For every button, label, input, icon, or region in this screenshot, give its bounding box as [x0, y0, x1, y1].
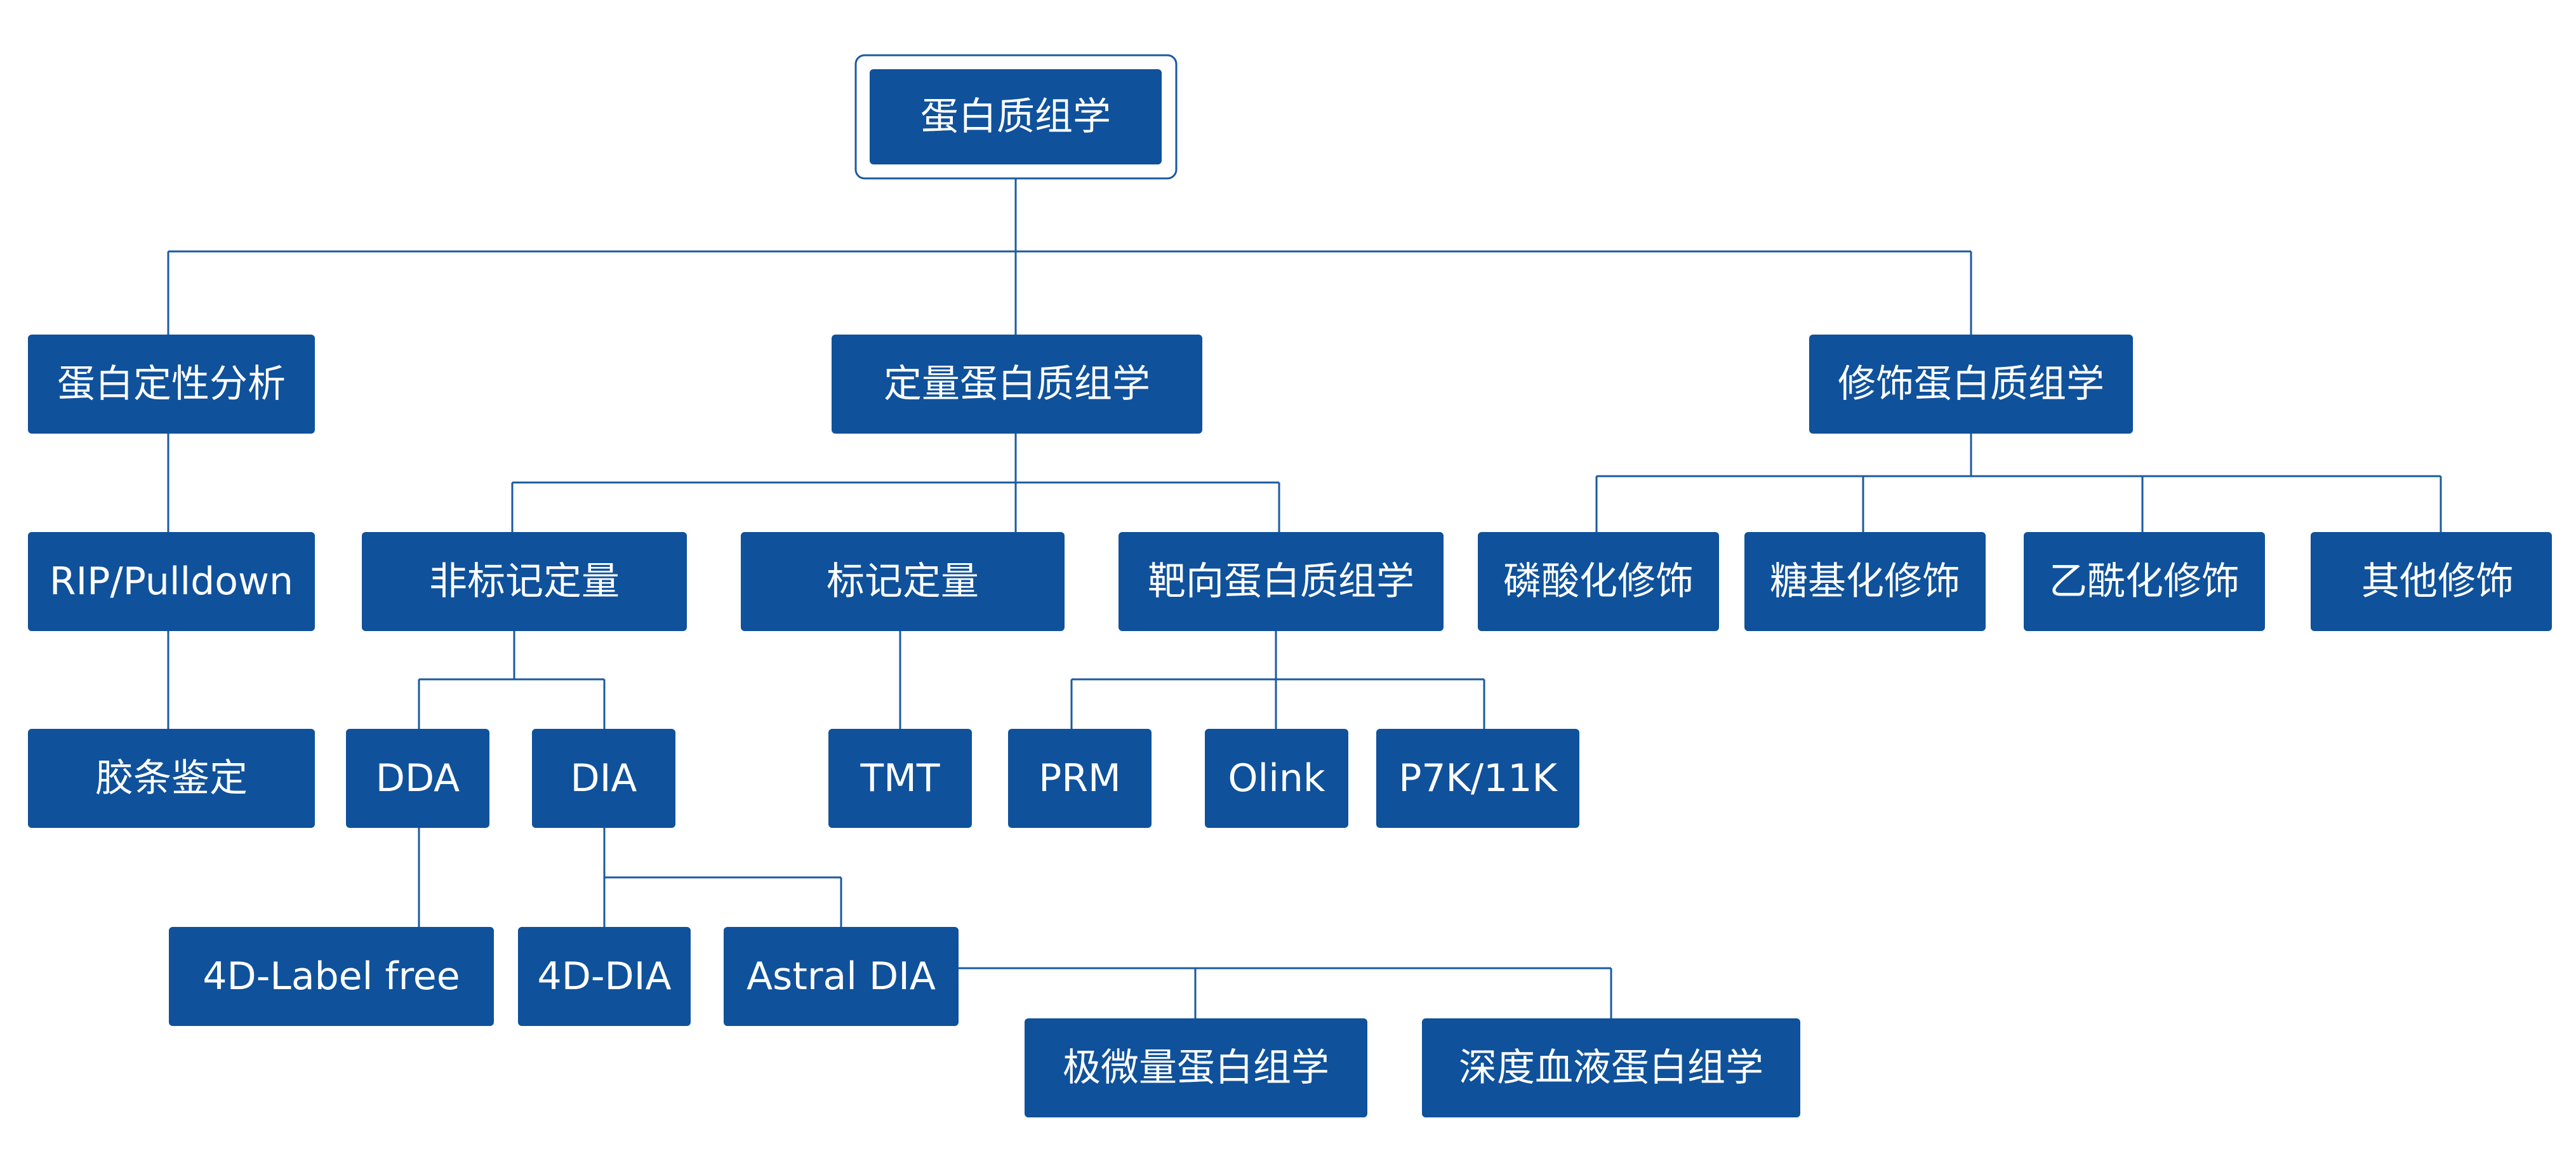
- node-labeled: 标记定量: [741, 532, 1065, 631]
- nodes: 蛋白质组学 蛋白定性分析 定量蛋白质组学 修饰蛋白质组学 RIP/Pulldow…: [28, 54, 2552, 1117]
- node-label-free-label: 非标记定量: [429, 559, 620, 604]
- node-dda-label: DDA: [376, 756, 460, 801]
- node-targeted-label: 靶向蛋白质组学: [1148, 559, 1414, 604]
- node-4d-label-free: 4D-Label free: [169, 927, 494, 1026]
- node-astral-dia: Astral DIA: [724, 927, 959, 1026]
- node-rip-pulldown: RIP/Pulldown: [28, 532, 315, 631]
- node-4d-dia-label: 4D-DIA: [538, 954, 672, 999]
- node-prm: PRM: [1008, 729, 1152, 828]
- node-acetyl: 乙酰化修饰: [2024, 532, 2265, 631]
- node-olink: Olink: [1205, 729, 1348, 828]
- node-tmt: TMT: [828, 729, 972, 828]
- node-labeled-label: 标记定量: [827, 559, 979, 604]
- node-targeted: 靶向蛋白质组学: [1119, 532, 1444, 631]
- node-quantitative: 定量蛋白质组学: [832, 335, 1202, 434]
- node-other-mod-label: 其他修饰: [2361, 559, 2514, 604]
- node-glyco: 糖基化修饰: [1744, 532, 1986, 631]
- node-dda: DDA: [346, 729, 489, 828]
- node-gel-id: 胶条鉴定: [28, 729, 315, 828]
- node-micro: 极微量蛋白组学: [1025, 1018, 1367, 1117]
- node-other-mod: 其他修饰: [2311, 532, 2552, 631]
- node-root: 蛋白质组学: [870, 69, 1162, 164]
- node-plasma-label: 深度血液蛋白组学: [1459, 1046, 1763, 1090]
- node-astral-dia-label: Astral DIA: [747, 954, 936, 999]
- node-dia-label: DIA: [571, 756, 637, 801]
- node-label-free: 非标记定量: [362, 532, 687, 631]
- node-rip-pulldown-label: RIP/Pulldown: [50, 559, 293, 604]
- node-4d-dia: 4D-DIA: [518, 927, 691, 1026]
- connectors: [167, 178, 2442, 1018]
- node-phospho: 磷酸化修饰: [1478, 532, 1719, 631]
- node-p7k-label: P7K/11K: [1398, 756, 1558, 801]
- node-dia: DIA: [532, 729, 675, 828]
- node-qualitative: 蛋白定性分析: [28, 335, 315, 434]
- node-tmt-label: TMT: [860, 756, 939, 801]
- node-plasma: 深度血液蛋白组学: [1422, 1018, 1800, 1117]
- node-gel-id-label: 胶条鉴定: [95, 756, 248, 801]
- node-quantitative-label: 定量蛋白质组学: [884, 362, 1150, 406]
- node-root-label: 蛋白质组学: [920, 95, 1111, 139]
- node-qualitative-label: 蛋白定性分析: [57, 362, 286, 406]
- node-olink-label: Olink: [1228, 756, 1325, 801]
- node-glyco-label: 糖基化修饰: [1770, 559, 1960, 604]
- node-phospho-label: 磷酸化修饰: [1503, 559, 1694, 604]
- node-prm-label: PRM: [1039, 756, 1121, 801]
- node-modification-label: 修饰蛋白质组学: [1838, 362, 2104, 406]
- node-modification: 修饰蛋白质组学: [1809, 335, 2133, 434]
- node-4d-label-free-label: 4D-Label free: [202, 954, 460, 999]
- node-micro-label: 极微量蛋白组学: [1063, 1046, 1329, 1090]
- node-acetyl-label: 乙酰化修饰: [2049, 559, 2240, 604]
- node-p7k: P7K/11K: [1376, 729, 1579, 828]
